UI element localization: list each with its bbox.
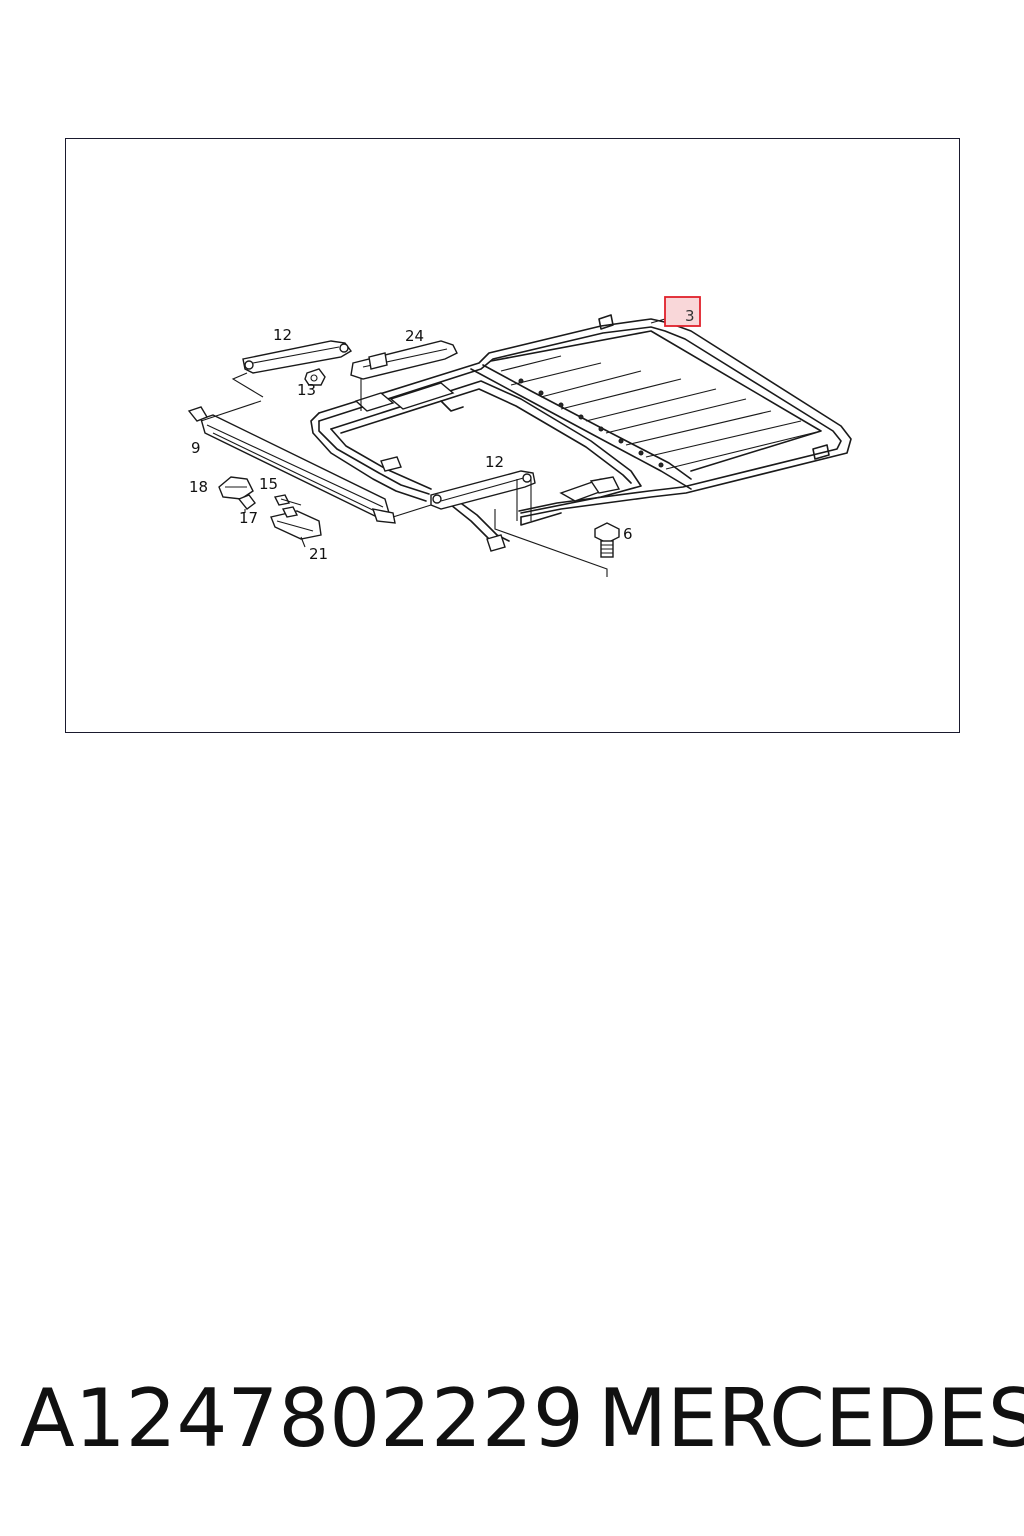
- clip-part-17: [237, 494, 256, 513]
- callout-6: 6: [623, 525, 633, 543]
- guide-rail-part-12-upper: [231, 340, 353, 398]
- callout-12-center: 12: [485, 453, 504, 471]
- pin-part-15: [273, 494, 302, 506]
- bracket-part-24: [350, 340, 458, 411]
- sunroof-exploded-diagram: 3 12 24 13 9 12 18 15 17 21 6: [187, 296, 852, 577]
- callout-9: 9: [191, 439, 201, 457]
- part-number: A1247802229: [20, 1372, 584, 1465]
- callout-labels: 3 12 24 13 9 12 18 15 17 21 6: [189, 296, 701, 563]
- callout-15: 15: [259, 475, 278, 493]
- callout-18: 18: [189, 478, 208, 496]
- bolt-part-6: [494, 509, 620, 577]
- brand-name: MERCEDES: [598, 1372, 1024, 1465]
- callout-17: 17: [239, 509, 258, 527]
- callout-12-upper: 12: [273, 326, 292, 344]
- clip-part-13: [304, 368, 326, 386]
- guide-rail-part-12-center: [430, 470, 536, 521]
- deflector-bar-part-9: [187, 400, 432, 524]
- callout-13: 13: [297, 381, 316, 399]
- sunroof-frame-part-3: [310, 314, 852, 552]
- parts-diagram-frame: 3 12 24 13 9 12 18 15 17 21 6: [65, 138, 960, 733]
- callout-24: 24: [405, 327, 424, 345]
- callout-21: 21: [309, 545, 328, 563]
- highlight-box-part-3: [664, 296, 701, 327]
- callout-3: 3: [685, 307, 695, 325]
- carriage-part-21: [270, 506, 322, 548]
- cover-cap-part-18: [218, 476, 254, 500]
